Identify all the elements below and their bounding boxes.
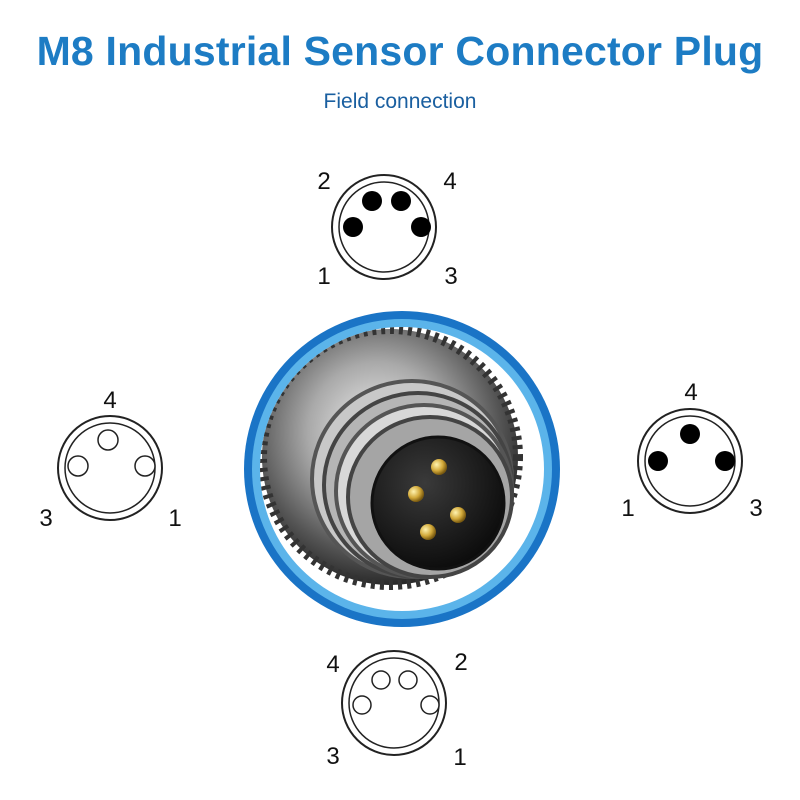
pin-3 bbox=[67, 455, 89, 477]
pinout-left: 4 3 1 bbox=[30, 385, 240, 531]
pinout-bottom-diagram bbox=[341, 650, 447, 756]
pin-4 bbox=[680, 424, 700, 444]
pin-4 bbox=[97, 429, 119, 451]
pin-4 bbox=[391, 191, 411, 211]
pin-label: 1 bbox=[168, 505, 182, 532]
pin-label: 1 bbox=[453, 744, 467, 771]
pinout-bottom: 4 2 3 1 bbox=[300, 645, 510, 785]
pin-1 bbox=[343, 217, 363, 237]
connector-outline-outer bbox=[331, 174, 437, 280]
pin-3 bbox=[411, 217, 431, 237]
pin-2 bbox=[362, 191, 382, 211]
pin-label: 1 bbox=[621, 495, 635, 522]
pin-1 bbox=[648, 451, 668, 471]
pin-label: 3 bbox=[749, 495, 763, 522]
connector-outline-outer bbox=[341, 650, 447, 756]
connector-outline-outer bbox=[637, 408, 743, 514]
page-subtitle: Field connection bbox=[323, 90, 477, 113]
pin-1 bbox=[420, 695, 440, 715]
pin-1 bbox=[134, 455, 156, 477]
connector-photo bbox=[240, 307, 565, 632]
connector-outline-outer bbox=[57, 415, 163, 521]
page-title: M8 Industrial Sensor Connector Plug bbox=[36, 28, 764, 74]
pin-3 bbox=[715, 451, 735, 471]
pin-label: 3 bbox=[444, 263, 458, 290]
contact-pin bbox=[420, 524, 436, 540]
pin-label: 1 bbox=[317, 263, 331, 290]
flange-knurl bbox=[260, 327, 523, 590]
pin-3 bbox=[352, 695, 372, 715]
pin-label: 4 bbox=[684, 379, 698, 406]
pin-label: 4 bbox=[103, 387, 117, 414]
pin-label: 2 bbox=[317, 168, 331, 195]
contact-pin bbox=[408, 486, 424, 502]
pinout-right-diagram bbox=[637, 408, 743, 514]
contact-pin bbox=[450, 507, 466, 523]
pinout-top-diagram bbox=[331, 174, 437, 280]
pin-label: 2 bbox=[454, 649, 468, 676]
pin-label: 4 bbox=[443, 168, 457, 195]
pinout-right: 4 1 3 bbox=[600, 375, 800, 521]
pin-4 bbox=[371, 670, 391, 690]
contact-pin bbox=[431, 459, 447, 475]
insulator-face bbox=[370, 435, 506, 571]
pinout-left-diagram bbox=[57, 415, 163, 521]
pinout-top: 2 4 1 3 bbox=[280, 165, 490, 305]
pin-2 bbox=[398, 670, 418, 690]
connector-photo-illustration bbox=[244, 311, 560, 627]
pin-label: 3 bbox=[326, 743, 340, 770]
pin-label: 4 bbox=[326, 651, 340, 678]
pin-label: 3 bbox=[39, 505, 53, 532]
